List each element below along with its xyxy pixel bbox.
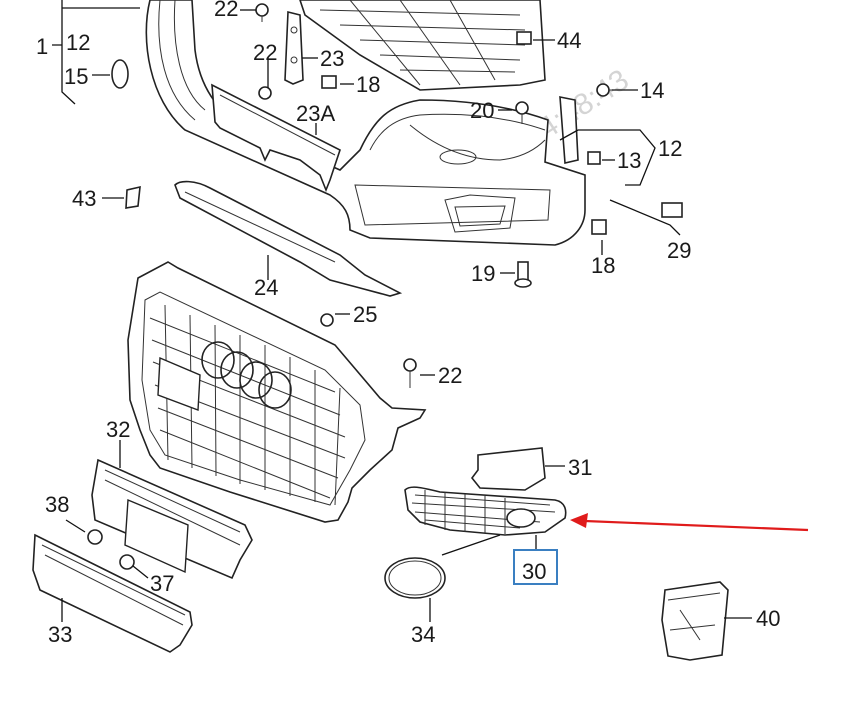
label-34: 34 bbox=[411, 622, 435, 647]
pin-19 bbox=[514, 261, 532, 288]
label-15: 15 bbox=[64, 64, 88, 89]
part-37 bbox=[119, 554, 135, 570]
bracket-23 bbox=[284, 10, 304, 85]
screw-20 bbox=[515, 101, 529, 124]
label-22-top: 22 bbox=[214, 0, 238, 21]
screw-25 bbox=[320, 313, 334, 327]
label-43: 43 bbox=[72, 186, 96, 211]
bracket-12-right bbox=[559, 96, 579, 164]
label-29: 29 bbox=[667, 238, 691, 263]
undertray bbox=[299, 0, 546, 91]
label-30: 30 bbox=[522, 559, 546, 584]
label-22-mid: 22 bbox=[253, 40, 277, 65]
screw-22-top bbox=[255, 3, 269, 22]
label-22-lower: 22 bbox=[438, 363, 462, 388]
label-40: 40 bbox=[756, 606, 780, 631]
label-1: 1 bbox=[36, 34, 48, 59]
license-plate-bracket-32 bbox=[91, 458, 253, 580]
highlight-box-30 bbox=[513, 549, 558, 585]
label-37: 37 bbox=[150, 571, 174, 596]
label-12-left: 12 bbox=[66, 30, 90, 55]
clip-44 bbox=[516, 31, 532, 45]
radiator-grille bbox=[127, 261, 427, 523]
clip-18-top bbox=[321, 75, 337, 89]
label-18-right: 18 bbox=[591, 253, 615, 278]
label-23a: 23A bbox=[296, 101, 335, 126]
label-20: 20 bbox=[470, 98, 494, 123]
label-13: 13 bbox=[617, 148, 641, 173]
bracket-23a bbox=[211, 83, 341, 193]
fog-light-grille-30 bbox=[404, 486, 567, 536]
label-33: 33 bbox=[48, 622, 72, 647]
label-31: 31 bbox=[568, 455, 592, 480]
spoiler-strip-24 bbox=[174, 180, 403, 297]
clip-18-right bbox=[591, 219, 607, 235]
screw-22-lower bbox=[403, 358, 417, 388]
cover-strip-33 bbox=[32, 533, 193, 653]
callout-labels: 22 1 12 15 22 23 18 23A 44 20 14 12 13 4… bbox=[36, 0, 780, 647]
highlight-arrow bbox=[570, 513, 809, 532]
part-29 bbox=[661, 202, 683, 218]
label-18-top: 18 bbox=[356, 72, 380, 97]
clip-13 bbox=[587, 151, 601, 165]
label-23: 23 bbox=[320, 46, 344, 71]
part-43 bbox=[125, 185, 141, 209]
label-12-right: 12 bbox=[658, 136, 682, 161]
label-24: 24 bbox=[254, 275, 278, 300]
label-19: 19 bbox=[471, 261, 495, 286]
fog-light-ring-34 bbox=[384, 557, 446, 599]
small-parts-bag-40 bbox=[661, 581, 729, 661]
screw-22-mid bbox=[258, 86, 272, 100]
cap-31 bbox=[470, 447, 546, 491]
label-38: 38 bbox=[45, 492, 69, 517]
audi-rings-logo bbox=[201, 341, 292, 409]
label-44: 44 bbox=[557, 28, 581, 53]
part-15 bbox=[111, 59, 129, 89]
label-32: 32 bbox=[106, 417, 130, 442]
leader-lines bbox=[52, 0, 752, 622]
screw-38 bbox=[87, 529, 103, 545]
label-25: 25 bbox=[353, 302, 377, 327]
label-14: 14 bbox=[640, 78, 664, 103]
